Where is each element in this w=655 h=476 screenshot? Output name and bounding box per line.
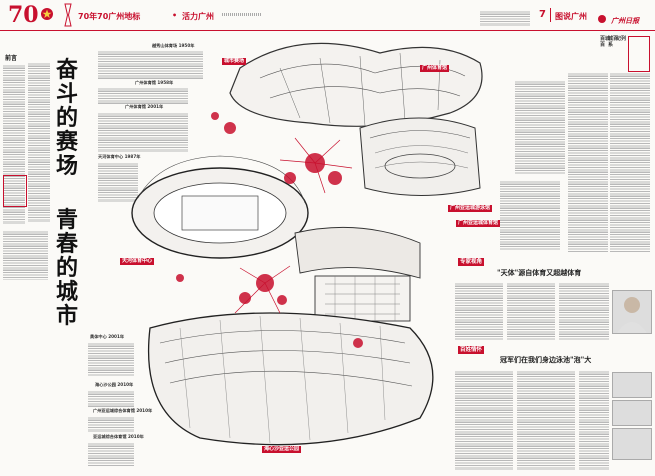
timeline-text-2 — [98, 87, 188, 105]
section-title: 活力广州 — [182, 12, 214, 21]
map-label-mid-left: 天河体育中心 — [120, 258, 155, 265]
series-tag-line1: 百城百 — [600, 36, 611, 48]
page-header — [0, 0, 655, 31]
series-tag-line3: 纪列 — [616, 36, 627, 42]
left-bottom-text — [3, 230, 48, 280]
timeline-text-1 — [98, 50, 203, 80]
expert-text-column-2 — [507, 282, 555, 340]
left-text-column — [28, 62, 50, 222]
right-text-column-2 — [610, 72, 650, 252]
timeline-label-1: 越秀山体育场 1950年 — [152, 43, 195, 48]
timeline-text-7 — [88, 416, 134, 432]
timeline-text-6 — [88, 390, 134, 408]
timeline-label-4: 广州体育馆 2001年 — [125, 104, 164, 109]
main-title-line2: 青春的城市 — [56, 207, 79, 329]
map-label-bottom-center: 海心沙亚运公园 — [262, 446, 302, 453]
people-text-column-1 — [455, 370, 513, 470]
anniversary-emblem-icon — [40, 6, 54, 20]
logo-70: 70 — [8, 2, 39, 28]
gymnasium-roof-drawing — [229, 42, 483, 127]
header-divider — [550, 8, 551, 22]
champion-photo-3 — [612, 428, 652, 460]
champion-photo-2 — [612, 400, 652, 426]
timeline-text-3 — [98, 112, 188, 152]
right-intro-text — [515, 80, 565, 175]
timeline-label-2: 广州体育馆 1958年 — [135, 80, 174, 85]
timeline-label-7: 广州亚运城综合体育馆 2010年 — [93, 408, 153, 413]
stadium-sketch-illustration — [131, 42, 483, 446]
map-label-mid-right-2: 广州亚运城体育馆 — [456, 220, 501, 227]
people-text-column-2 — [517, 370, 575, 470]
newspaper-logo-icon — [598, 14, 606, 23]
champion-photo-1 — [612, 372, 652, 398]
timeline-text-8 — [88, 442, 134, 466]
editor-credits — [480, 10, 530, 26]
timeline-label-3: 天河体育中心 1987年 — [98, 154, 141, 159]
map-tag-main: 城市赛场 — [222, 58, 247, 65]
series-title: 70年70广州地标 — [78, 12, 141, 21]
newspaper-name: 广州日报 — [611, 17, 640, 25]
people-text-column-3 — [579, 370, 609, 470]
people-tag: 百姓情怀 — [458, 346, 485, 354]
haixinsha-stand-drawing — [147, 312, 434, 446]
map-label-top-right: 广州体育馆 — [420, 65, 450, 72]
main-title: 奋斗的赛场 青春的城市 — [50, 58, 100, 348]
series-tag-box — [628, 36, 650, 72]
right-text-column-3 — [500, 180, 560, 250]
timeline-label-5: 奥体中心 2001年 — [90, 334, 125, 339]
expert-text-column-3 — [559, 282, 609, 340]
tianhe-stadium-drawing — [131, 155, 309, 259]
header-fineprint — [222, 13, 262, 16]
main-title-line1: 奋斗的赛场 — [56, 57, 79, 179]
expert-tag: 专家视角 — [458, 258, 485, 266]
tianhe-gym-building-drawing — [294, 226, 421, 322]
series-tag-line2: 城百系 — [608, 36, 619, 48]
timeline-label-6: 海心沙公园 2010年 — [95, 382, 134, 387]
swimming-hall-drawing — [359, 117, 481, 196]
red-bursts-decoration — [234, 137, 353, 314]
series-tag-3: 纪列 — [616, 36, 628, 42]
series-tag-2: 城百系 — [608, 36, 620, 48]
expert-headline: "天体"源自体育又超越体育 — [497, 268, 582, 277]
map-label-mid-right-1: 广州亚运城游泳馆 — [448, 205, 493, 212]
timeline-text-4 — [98, 162, 138, 202]
intro-label: 前言 — [5, 55, 18, 62]
timeline-label-8: 亚运城综合体育馆 2010年 — [93, 434, 144, 439]
page-number: 7 — [539, 9, 546, 20]
expert-text-column-1 — [455, 282, 503, 340]
right-text-column-1 — [568, 72, 608, 252]
timeline-text-5 — [88, 342, 134, 377]
expert-portrait — [612, 290, 652, 334]
side-quote-box — [3, 175, 27, 207]
column-name: 图说广州 — [555, 12, 587, 21]
series-tag: 百城百 — [600, 36, 612, 48]
people-headline: 冠军们在我们身边泳池"泡"大 — [500, 355, 592, 364]
intro-text-column — [3, 64, 25, 224]
canton-tower-icon — [62, 3, 74, 27]
header-separator: • — [172, 11, 178, 20]
newspaper-logo: 广州日报 — [598, 8, 639, 27]
